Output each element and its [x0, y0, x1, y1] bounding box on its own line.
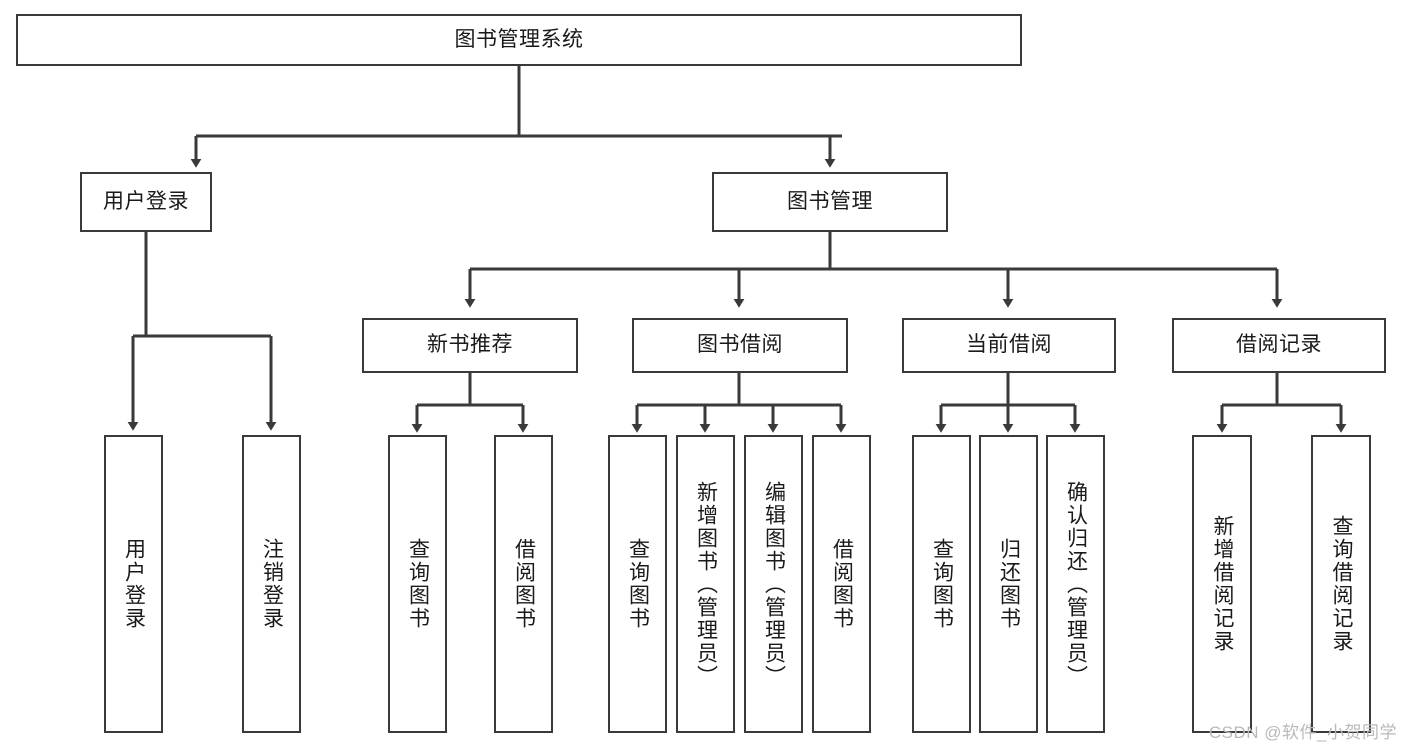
node-leaf-borrow-book-1[interactable]: 借阅图书 — [494, 435, 553, 733]
node-book-management-label: 图书管理 — [787, 189, 873, 213]
node-leaf-query-borrow-record[interactable]: 查询借阅记录 — [1311, 435, 1371, 733]
node-leaf-edit-book-admin-label: 编辑图书（管理员） — [762, 480, 786, 688]
node-borrow-record[interactable]: 借阅记录 — [1172, 318, 1386, 373]
node-borrow-record-label: 借阅记录 — [1236, 333, 1322, 357]
node-leaf-user-login-label: 用户登录 — [122, 538, 146, 630]
node-leaf-confirm-return-admin[interactable]: 确认归还（管理员） — [1046, 435, 1105, 733]
node-leaf-query-borrow-record-label: 查询借阅记录 — [1330, 515, 1354, 653]
node-user-login-label: 用户登录 — [103, 189, 189, 213]
node-leaf-return-book-label: 归还图书 — [997, 538, 1021, 630]
watermark: CSDN @软件_小贺同学 — [1208, 723, 1397, 742]
node-leaf-add-borrow-record-label: 新增借阅记录 — [1211, 515, 1235, 653]
node-user-login[interactable]: 用户登录 — [80, 172, 212, 232]
node-leaf-query-book-3-label: 查询图书 — [930, 538, 954, 630]
node-leaf-user-login[interactable]: 用户登录 — [104, 435, 163, 733]
node-leaf-add-borrow-record[interactable]: 新增借阅记录 — [1192, 435, 1252, 733]
node-new-book-recommend-label: 新书推荐 — [427, 333, 513, 357]
node-leaf-logout-login[interactable]: 注销登录 — [242, 435, 301, 733]
node-leaf-query-book-2-label: 查询图书 — [626, 538, 650, 630]
node-leaf-logout-login-label: 注销登录 — [260, 538, 284, 630]
node-leaf-query-book-1-label: 查询图书 — [406, 538, 430, 630]
node-book-borrow-label: 图书借阅 — [697, 333, 783, 357]
node-root[interactable]: 图书管理系统 — [16, 14, 1022, 66]
node-leaf-add-book-admin-label: 新增图书（管理员） — [694, 480, 718, 688]
node-leaf-borrow-book-1-label: 借阅图书 — [512, 538, 536, 630]
node-leaf-add-book-admin[interactable]: 新增图书（管理员） — [676, 435, 735, 733]
node-leaf-edit-book-admin[interactable]: 编辑图书（管理员） — [744, 435, 803, 733]
node-new-book-recommend[interactable]: 新书推荐 — [362, 318, 578, 373]
node-leaf-query-book-1[interactable]: 查询图书 — [388, 435, 447, 733]
node-current-borrow-label: 当前借阅 — [966, 333, 1052, 357]
node-leaf-return-book[interactable]: 归还图书 — [979, 435, 1038, 733]
node-root-label: 图书管理系统 — [454, 27, 584, 51]
node-leaf-borrow-book-2[interactable]: 借阅图书 — [812, 435, 871, 733]
node-book-borrow[interactable]: 图书借阅 — [632, 318, 848, 373]
node-leaf-query-book-3[interactable]: 查询图书 — [912, 435, 971, 733]
node-book-management[interactable]: 图书管理 — [712, 172, 948, 232]
node-leaf-borrow-book-2-label: 借阅图书 — [830, 538, 854, 630]
node-leaf-query-book-2[interactable]: 查询图书 — [608, 435, 667, 733]
node-leaf-confirm-return-admin-label: 确认归还（管理员） — [1064, 480, 1088, 688]
node-current-borrow[interactable]: 当前借阅 — [902, 318, 1116, 373]
